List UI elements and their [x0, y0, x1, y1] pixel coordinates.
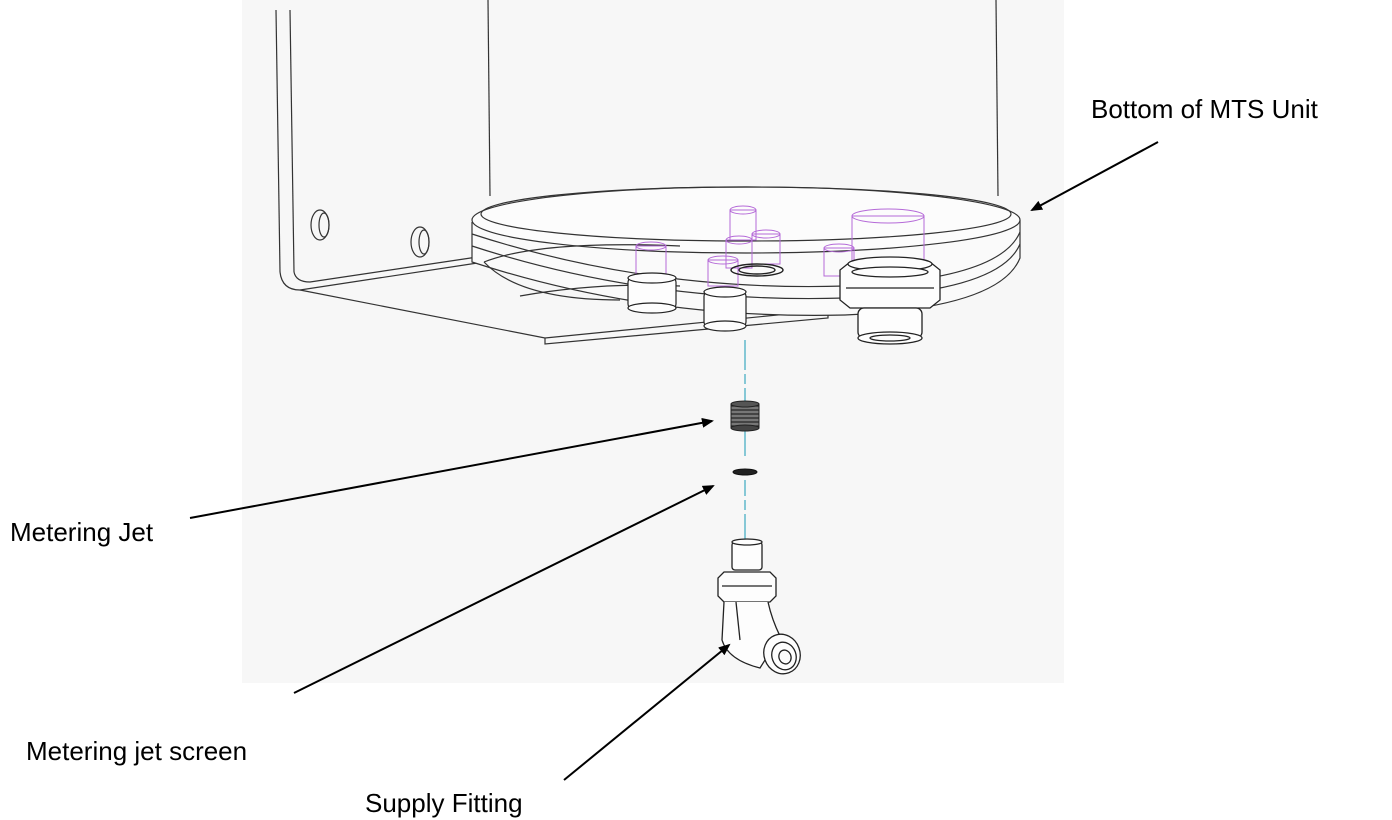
callout-metering-jet-screen [293, 485, 715, 694]
label-metering-jet-screen: Metering jet screen [26, 736, 248, 766]
label-supply-fitting: Supply Fitting [365, 788, 523, 818]
port-ring [730, 263, 784, 277]
metering-jet-screen-part [732, 468, 758, 476]
base-fitting-right [839, 256, 941, 345]
callout-bottom-of-unit [1030, 141, 1159, 211]
label-bottom-of-mts-unit: Bottom of MTS Unit [1091, 94, 1318, 124]
base-fitting-left [627, 272, 677, 314]
drawing-panel [242, 0, 1064, 683]
label-metering-jet: Metering Jet [10, 517, 154, 547]
metering-jet-part [730, 400, 760, 432]
supply-fitting-part [717, 538, 801, 675]
base-fitting-center [703, 286, 747, 332]
callout-metering-jet [189, 417, 714, 519]
callout-supply-fitting [563, 643, 731, 781]
hidden-passages [635, 205, 925, 287]
